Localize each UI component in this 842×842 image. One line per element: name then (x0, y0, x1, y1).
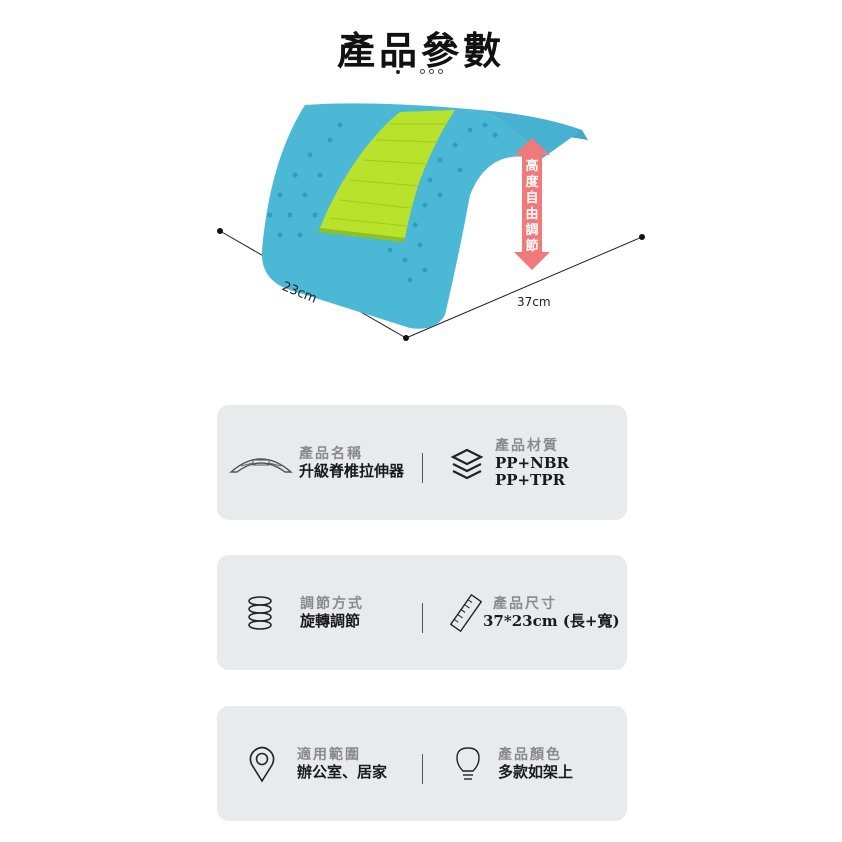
spec-card-name-material: 產品名稱 升級脊椎拉伸器 產品材質 PP+NBR PP+TPR (217, 405, 627, 520)
spec-card-adjust-size: 調節方式 旋轉調節 產品尺寸 37*23cm (長+寬) (217, 555, 627, 670)
divider (422, 603, 423, 633)
spec-label: 產品尺寸 (493, 596, 557, 612)
spec-label: 調節方式 (300, 596, 364, 612)
carousel-pager (396, 69, 443, 74)
svg-text:度: 度 (525, 174, 539, 190)
stretcher-icon (227, 450, 295, 476)
layers-icon (447, 446, 487, 480)
ruler-icon (449, 593, 483, 633)
spring-icon (245, 593, 275, 633)
spec-value-line: PP+NBR (495, 453, 569, 472)
spec-value: 辦公室、居家 (297, 763, 388, 781)
pager-dot[interactable] (438, 69, 443, 74)
pager-dot-active[interactable] (396, 69, 400, 74)
spec-card-usage-color: 適用範圍 辦公室、居家 產品顏色 多款如架上 (217, 706, 627, 821)
pager-dot[interactable] (429, 69, 434, 74)
spec-label: 適用範圍 (297, 747, 361, 763)
svg-text:自: 自 (525, 190, 538, 206)
lightbulb-icon (454, 745, 482, 783)
svg-text:由: 由 (525, 206, 538, 222)
svg-text:高: 高 (525, 158, 538, 174)
pager-dot[interactable] (420, 69, 425, 74)
spec-value: 多款如架上 (498, 763, 574, 781)
location-pin-icon (247, 745, 277, 783)
page-title: 產品參數 (336, 29, 505, 73)
svg-text:37cm: 37cm (517, 295, 551, 309)
spec-value: 旋轉調節 (300, 612, 361, 630)
height-arrow-icon (514, 138, 550, 270)
svg-text:節: 節 (525, 238, 538, 254)
product-image: 高 度 自 由 調 節 23cm 37cm (217, 103, 645, 341)
divider (422, 453, 423, 483)
spec-label: 產品名稱 (299, 446, 363, 462)
spec-value: 升級脊椎拉伸器 (299, 462, 405, 480)
spec-label: 產品顏色 (498, 747, 562, 763)
spec-value: 37*23cm (長+寬) (483, 612, 620, 630)
spec-label: 產品材質 (495, 437, 559, 454)
svg-text:調: 調 (525, 222, 538, 238)
divider (422, 754, 423, 784)
spec-value-line: PP+TPR (495, 470, 566, 489)
